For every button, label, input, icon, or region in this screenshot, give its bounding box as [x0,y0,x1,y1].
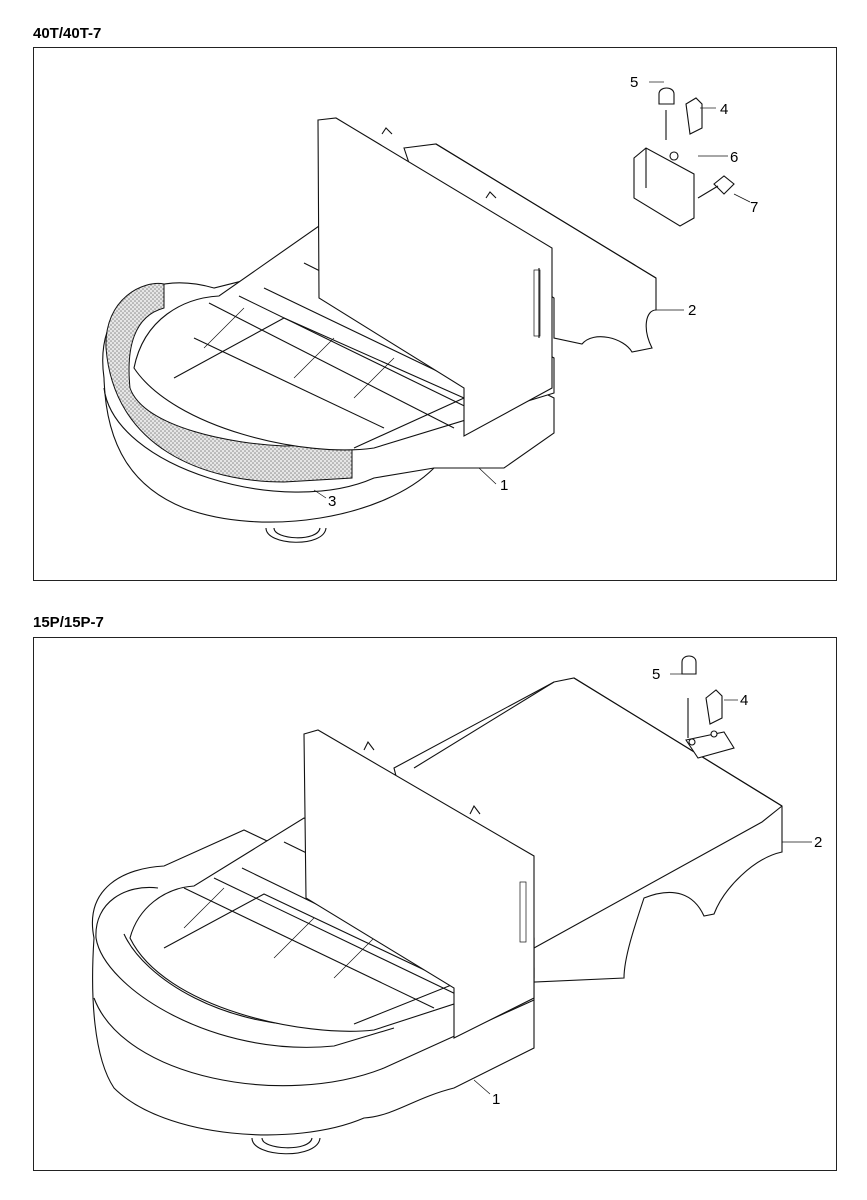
callout-1: 1 [492,1091,500,1108]
back-panel-part [303,729,535,1039]
callout-5: 5 [630,74,638,91]
diagram-frame-15p: 1 2 4 5 [33,637,837,1171]
bracket-assembly [633,87,735,227]
callout-6: 6 [730,149,738,166]
callout-7: 7 [750,199,758,216]
callout-3: 3 [328,493,336,510]
diagram-frame-40t: 1 2 3 4 5 6 7 [33,47,837,581]
exploded-view-40t: 1 2 3 4 5 6 7 [102,74,758,543]
section-title-15p: 15P/15P-7 [33,614,104,631]
counterweight-part [105,282,353,483]
callout-2: 2 [814,834,822,851]
callout-2: 2 [688,302,696,319]
callout-4: 4 [720,101,728,118]
back-panel-part [317,117,553,437]
callout-1: 1 [500,477,508,494]
callout-4: 4 [740,692,748,709]
section-title-40t: 40T/40T-7 [33,25,102,42]
bracket-assembly [681,655,723,746]
rear-cover-part [393,677,783,983]
exploded-view-15p: 1 2 4 5 [91,655,822,1155]
callout-5: 5 [652,666,660,683]
